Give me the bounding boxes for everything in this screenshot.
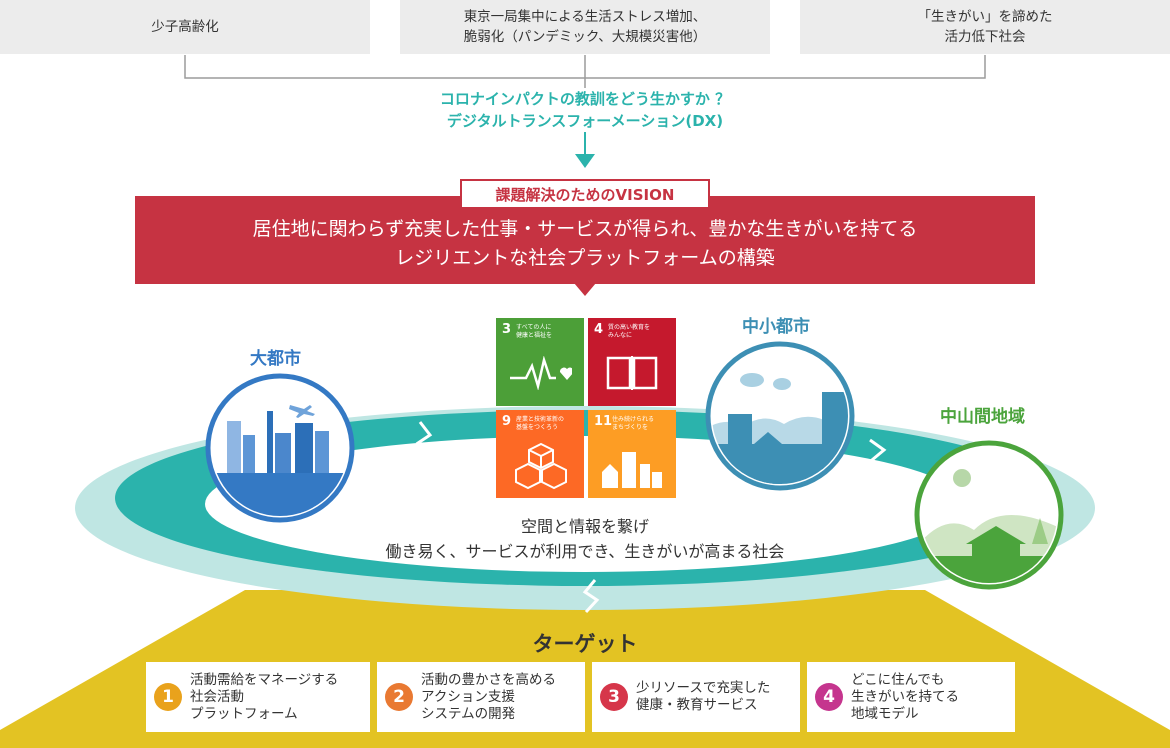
issue-box-tokyo: 東京一局集中による生活ストレス増加、 脆弱化（パンデミック、大規模災害他）: [400, 0, 770, 54]
region-label-mid-city: 中小都市: [742, 317, 810, 337]
sdg-tile-11: 11 住み続けられる まちづくりを: [588, 410, 676, 498]
target-item-3: 3 少リソースで充実した 健康・教育サービス: [592, 662, 800, 732]
target-item-text: 活動の豊かさを高める アクション支援 システムの開発: [421, 671, 556, 722]
dx-question: コロナインパクトの教訓をどう生かすか ？ デジタルトランスフォーメーション(DX…: [439, 90, 731, 130]
sdg-title: 住み続けられる まちづくりを: [612, 416, 655, 431]
target-item-text: どこに住んでも 生きがいを持てる 地域モデル: [851, 671, 959, 722]
sdg-tile-3: 3 すべての人に 健康と福祉を: [496, 318, 584, 406]
large-city-icon: [205, 373, 355, 523]
issue-bracket-connector: [184, 55, 986, 168]
target-item-text: 少リソースで充実した 健康・教育サービス: [636, 680, 771, 713]
sdg-title: 産業と技術革新の 基盤をつくろう: [516, 416, 565, 431]
sdg-title: 質の高い教育を みんなに: [608, 324, 651, 339]
sdg-number: 9: [502, 414, 512, 429]
target-item-2: 2 活動の豊かさを高める アクション支援 システムの開発: [377, 662, 585, 732]
sdg-title: すべての人に 健康と福祉を: [516, 324, 553, 339]
target-number-badge: 2: [385, 683, 413, 711]
vision-label: 課題解決のためのVISION: [460, 179, 710, 209]
issue-label: 東京一局集中による生活ストレス増加、 脆弱化（パンデミック、大規模災害他）: [463, 9, 707, 45]
target-number-badge: 4: [815, 683, 843, 711]
target-title: ターゲット: [532, 632, 638, 656]
vision-statement-box: 居住地に関わらず充実した仕事・サービスが得られ、豊かな生きがいを持てる レジリエ…: [135, 196, 1035, 284]
target-number-badge: 1: [154, 683, 182, 711]
issue-label: 「生きがい」を諦めた 活力低下社会: [917, 9, 1053, 45]
sdg-number: 11: [594, 414, 613, 429]
vision-statement: 居住地に関わらず充実した仕事・サービスが得られ、豊かな生きがいを持てる レジリエ…: [252, 218, 918, 269]
issue-label: 少子高齢化: [151, 19, 219, 35]
city-buildings-icon: [602, 452, 662, 488]
issue-box-vitality: 「生きがい」を諦めた 活力低下社会: [800, 0, 1170, 54]
target-item-1: 1 活動需給をマネージする 社会活動 プラットフォーム: [146, 662, 370, 732]
sdg-number: 3: [502, 322, 512, 337]
mid-city-icon: [705, 341, 855, 491]
heartbeat-icon: [510, 356, 572, 390]
issue-box-aging: 少子高齢化: [0, 0, 370, 54]
target-number-badge: 3: [600, 683, 628, 711]
target-item-4: 4 どこに住んでも 生きがいを持てる 地域モデル: [807, 662, 1015, 732]
region-label-large-city: 大都市: [250, 349, 301, 369]
sdg-grid: 3 すべての人に 健康と福祉を 4 質の高い教育を みんなに 9 産業と技術革新…: [496, 318, 676, 498]
cubes-icon: [515, 442, 567, 490]
vision-pointer-arrow: [574, 283, 596, 296]
sdg-tile-9: 9 産業と技術革新の 基盤をつくろう: [496, 410, 584, 498]
sdg-tile-4: 4 質の高い教育を みんなに: [588, 318, 676, 406]
region-label-rural: 中山間地域: [940, 407, 1025, 427]
society-description: 空間と情報を繋げ 働き易く、サービスが利用でき、生きがいが高まる社会: [385, 517, 785, 561]
rural-area-icon: [914, 440, 1064, 590]
target-item-text: 活動需給をマネージする 社会活動 プラットフォーム: [190, 671, 339, 722]
book-icon: [606, 356, 658, 390]
sdg-number: 4: [594, 322, 604, 337]
